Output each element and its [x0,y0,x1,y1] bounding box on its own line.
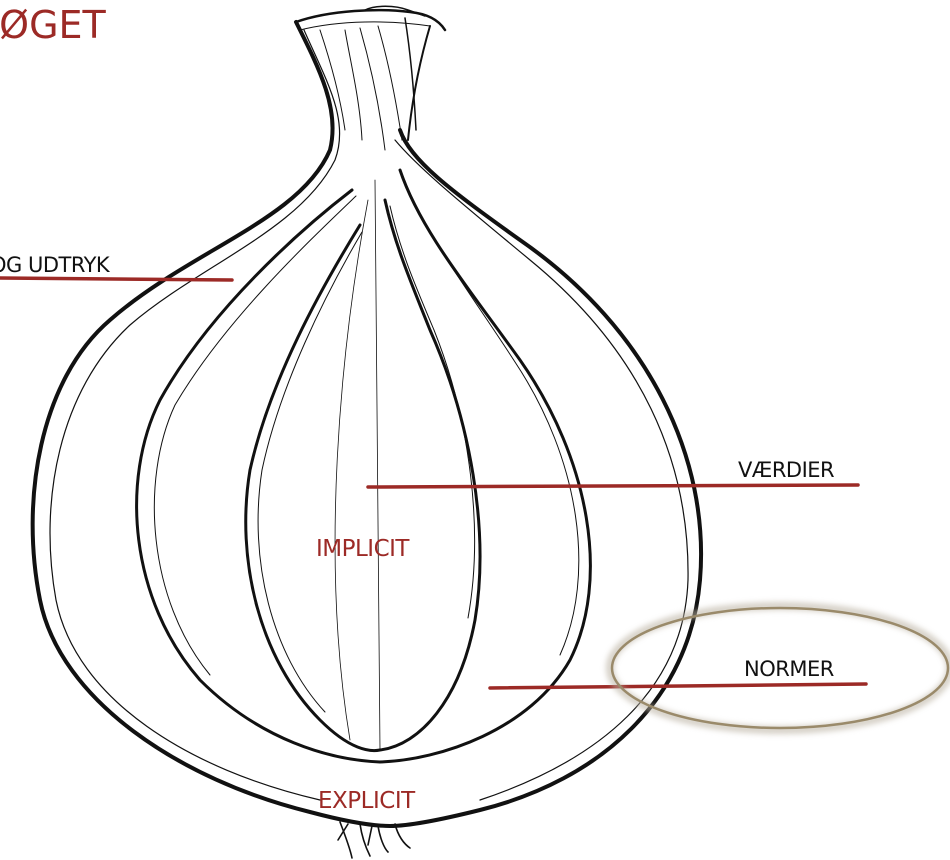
onion-neck [294,5,447,151]
pointer-line-outer [0,276,234,282]
label-explicit: EXPLICIT [318,788,416,814]
diagram-title: LØGET [0,3,107,47]
pointer-lines [0,276,868,690]
pointer-line-norms [488,682,868,690]
pointer-line-values [366,483,860,489]
label-values: VÆRDIER [738,458,834,482]
onion-roots [337,821,411,859]
onion-inner-layer [244,179,482,752]
onion-outer-layer [30,20,703,829]
label-implicit: IMPLICIT [316,536,410,562]
label-outer: OG UDTRYK [0,253,111,277]
label-norms: NORMER [744,657,834,681]
highlight-ring [606,602,950,734]
onion-middle-layer [135,168,592,764]
